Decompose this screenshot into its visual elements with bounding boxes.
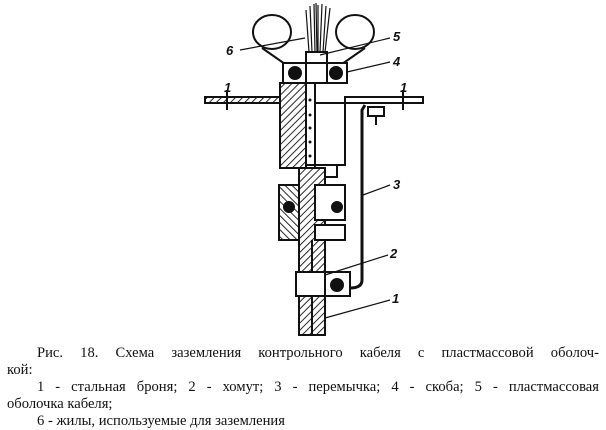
label-2: 2 (389, 246, 398, 261)
screw-icon (329, 66, 343, 80)
caption-title-line1: Рис. 18. Схема заземления контрольного к… (37, 345, 599, 361)
caption-legend-line2: оболочка кабеля; (7, 396, 113, 412)
mounting-plate (204, 96, 284, 104)
label-6: 6 (226, 43, 234, 58)
label-1: 1 (392, 291, 399, 306)
cable-cores (305, 2, 331, 53)
coupling-body (314, 102, 346, 166)
armor-sleeve (279, 82, 307, 169)
screw-icon (283, 201, 295, 213)
screw-icon (288, 66, 302, 80)
figure-caption: Рис. 18. Схема заземления контрольного к… (7, 345, 599, 430)
plate-mark-right: 1 (400, 80, 407, 95)
label-5: 5 (393, 29, 401, 44)
cable-grounding-diagram: 6 5 4 3 2 1 1 1 (204, 2, 424, 336)
caption-legend-line3: 6 - жилы, используемые для заземления (37, 413, 285, 429)
caption-title-line2: кой: (7, 362, 33, 378)
caption-legend-line1: 1 - стальная броня; 2 - хомут; 3 - перем… (37, 379, 599, 395)
screw-icon (330, 278, 344, 292)
screw-icon (331, 201, 343, 213)
plate-mark-left: 1 (224, 80, 231, 95)
grounding-wire-loops (252, 14, 375, 65)
label-3: 3 (393, 177, 401, 192)
label-4: 4 (392, 54, 401, 69)
jumper-3 (349, 104, 367, 290)
